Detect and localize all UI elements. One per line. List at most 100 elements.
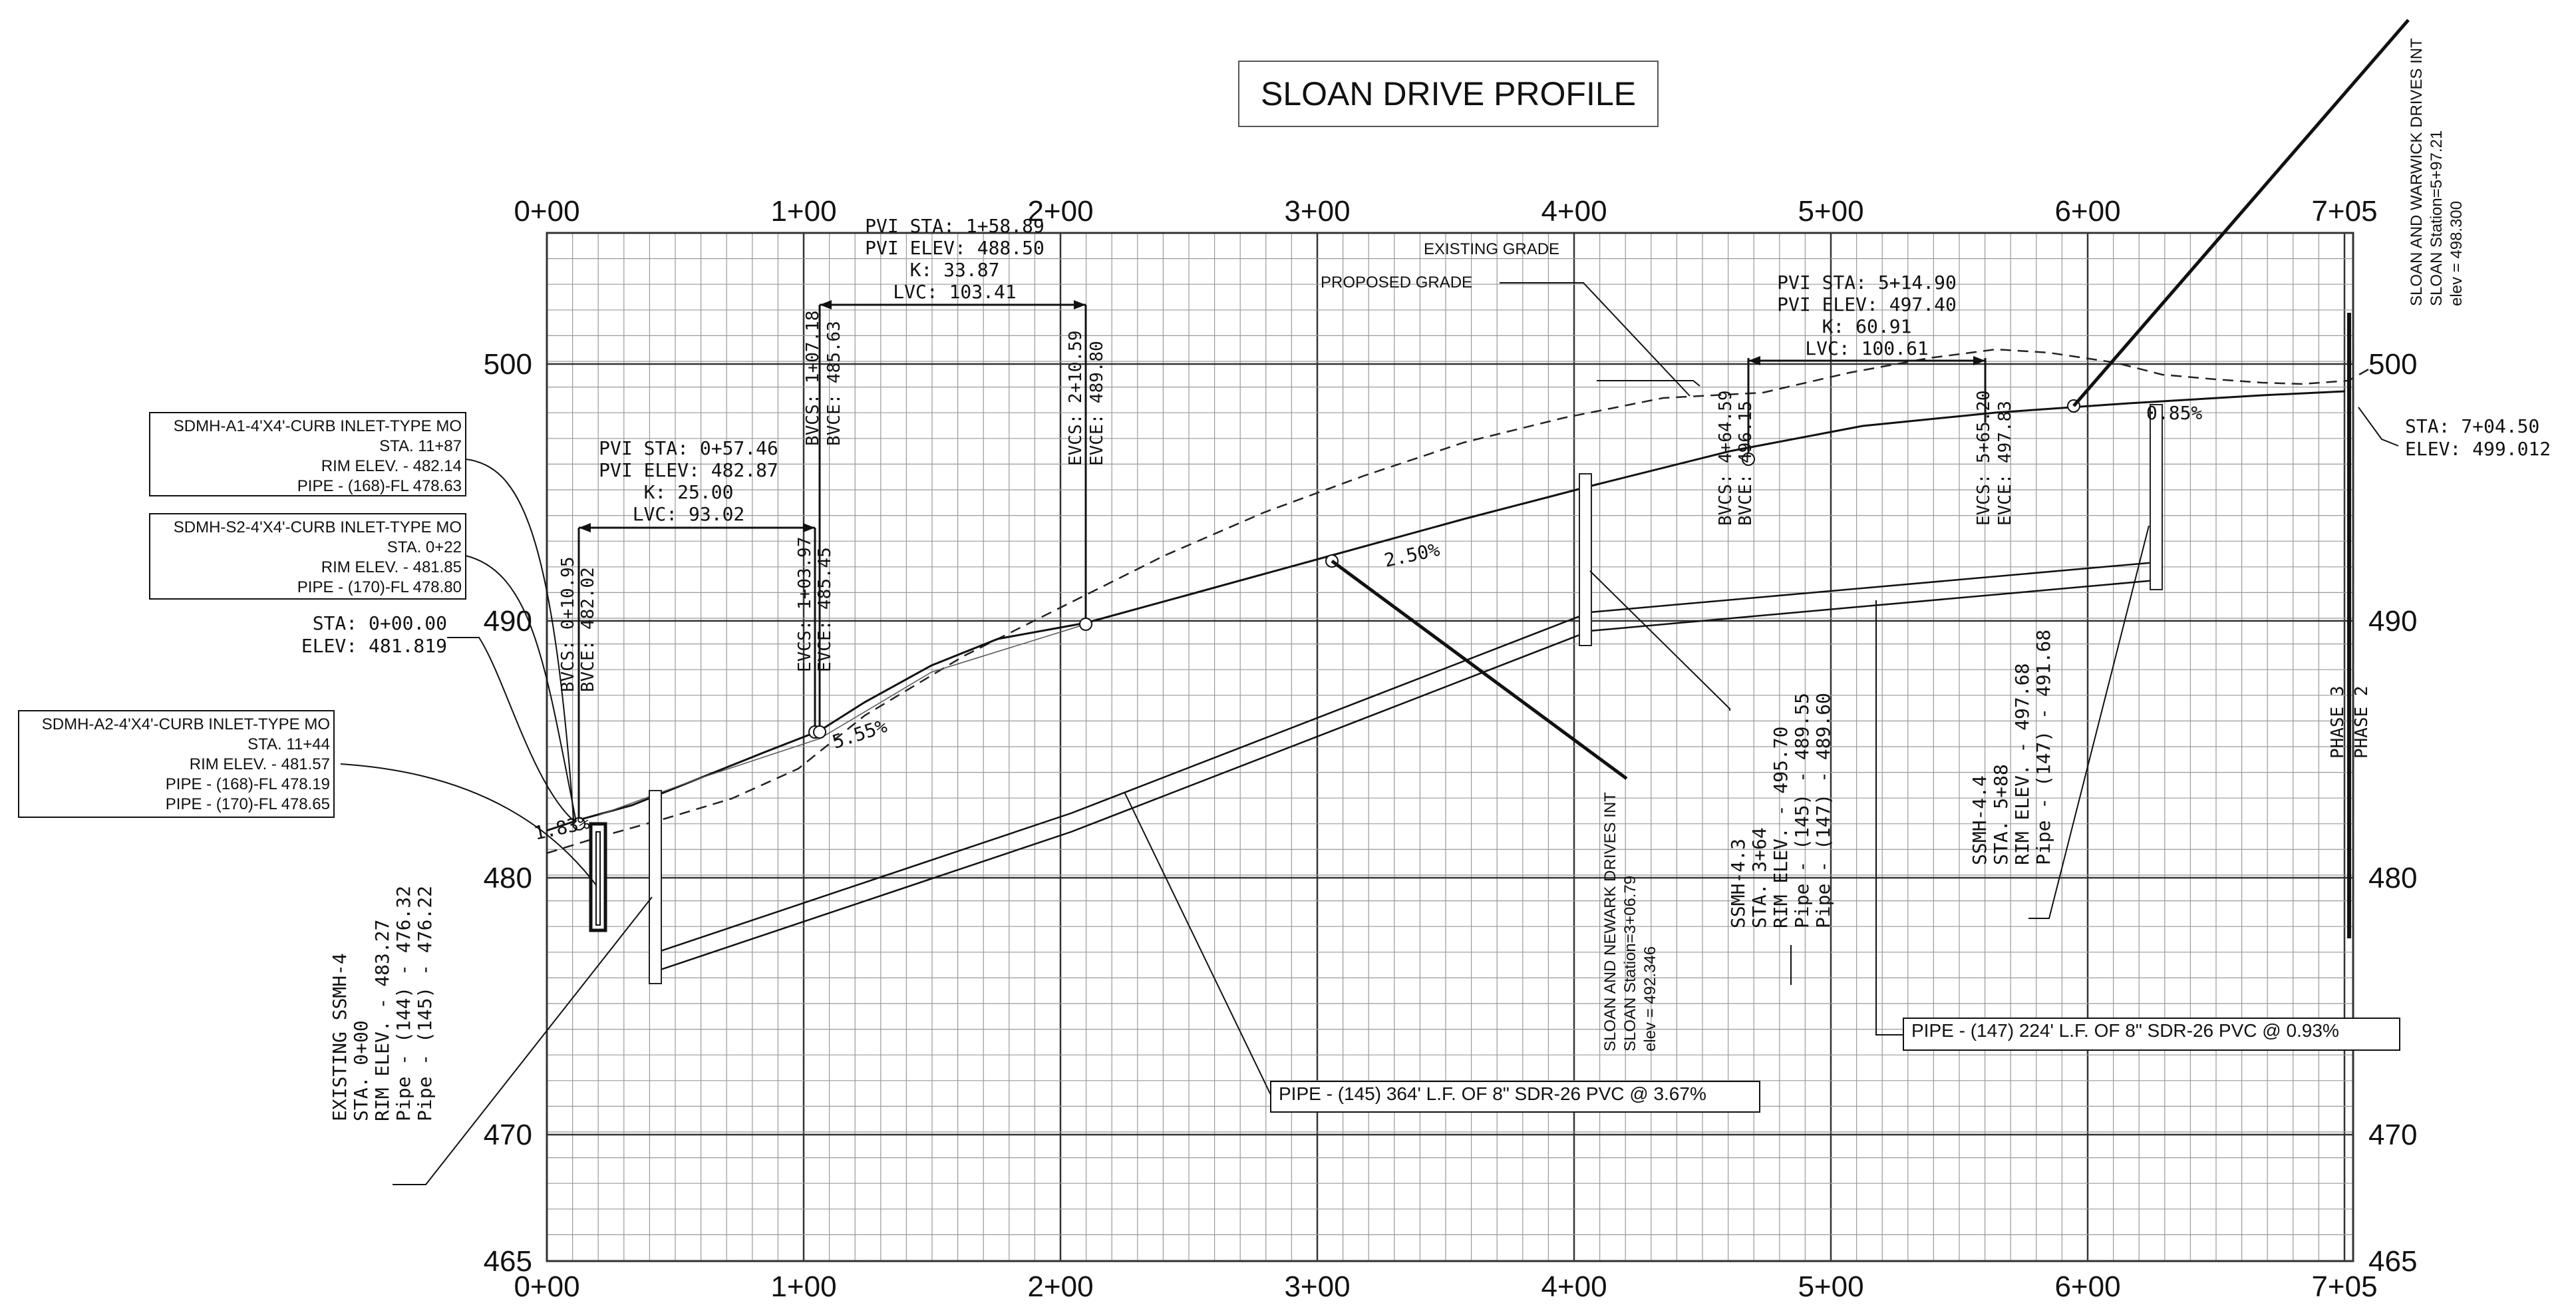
elevation-label-right: 490 — [2368, 605, 2417, 638]
elevation-label-left: 490 — [484, 605, 532, 638]
ssmh-4-3-note: SSMH-4.3 STA. 3+64 RIM ELEV. - 495.70 Pi… — [1727, 693, 1834, 928]
station-label-top: 4+00 — [1541, 195, 1607, 228]
newark-line-0: SLOAN AND NEWARK DRIVES INT — [1601, 792, 1619, 1051]
leader-lines — [340, 282, 2399, 1185]
end-sta: STA: 7+04.50 — [2405, 415, 2539, 437]
station-label-top: 1+00 — [770, 195, 836, 228]
callout-sdmh-s2-line: SDMH-S2-4'X4'-CURB INLET-TYPE MO — [174, 518, 462, 536]
ssmh-4-line-3: Pipe - (144) - 476.32 — [393, 886, 414, 1121]
manhole-ssmh-4 — [649, 790, 662, 984]
pvi-2-sta: PVI STA: 1+58.89 — [865, 215, 1045, 237]
callout-sdmh-a2-line: SDMH-A2-4'X4'-CURB INLET-TYPE MO — [42, 715, 330, 733]
ssmh-4-3-line-4: Pipe - (147) - 489.60 — [1812, 693, 1834, 928]
profile-grid — [546, 232, 2354, 1262]
ssmh-4-4-line-3: Pipe - (147) - 491.68 — [2032, 630, 2054, 865]
station-label-top: 7+05 — [2311, 195, 2377, 228]
label-proposed-grade: PROPOSED GRADE — [1321, 274, 1472, 291]
callout-pipe-145-frame — [1270, 1081, 1760, 1113]
elevation-label-left: 465 — [484, 1245, 532, 1278]
ssmh-4-4-line-0: SSMH-4.4 — [1969, 775, 1991, 865]
label-existing-grade: EXISTING GRADE — [1424, 240, 1559, 258]
station-label-bottom: 5+00 — [1798, 1270, 1863, 1303]
pipe-145-top — [658, 561, 2156, 953]
manhole-ssmh-4-4 — [2150, 404, 2163, 590]
callout-sdmh-s2-line: RIM ELEV. - 481.85 — [321, 558, 462, 576]
phase-2-label: PHASE 2 — [2352, 685, 2372, 759]
callout-sdmh-a1-line: RIM ELEV. - 482.14 — [321, 457, 462, 475]
bvce-1: BVCE: 482.02 — [578, 567, 598, 692]
grade-label-4: 0.85% — [2146, 402, 2202, 424]
pvi-2-block: PVI STA: 1+58.89 PVI ELEV: 488.50 K: 33.… — [865, 215, 1045, 303]
station-label-top: 3+00 — [1284, 195, 1350, 228]
callout-pipe-145-line: PIPE - (145) 364' L.F. OF 8" SDR-26 PVC … — [1279, 1083, 1706, 1104]
warwick-line-1: SLOAN Station=5+97.21 — [2428, 130, 2446, 306]
elevation-label-right: 480 — [2368, 862, 2417, 894]
callout-pipe-147: PIPE - (147) 224' L.F. OF 8" SDR-26 PVC … — [1903, 1018, 2400, 1051]
callout-sdmh-a1-line: SDMH-A1-4'X4'-CURB INLET-TYPE MO — [174, 417, 462, 435]
callout-pipe-147-frame — [1903, 1018, 2400, 1051]
callout-sdmh-a1-frame — [149, 412, 466, 496]
callout-pipe-147-line: PIPE - (147) 224' L.F. OF 8" SDR-26 PVC … — [1911, 1020, 2339, 1041]
newark-line-2: elev = 492.346 — [1641, 946, 1659, 1051]
pvi-1-lvc: LVC: 93.02 — [633, 503, 745, 525]
pvi-2-k: K: 33.87 — [910, 259, 1000, 281]
phase-3-label: PHASE 3 — [2328, 685, 2348, 759]
station-label-bottom: 1+00 — [770, 1270, 836, 1303]
bvce-3: BVCE: 496.15 — [1736, 401, 1756, 526]
evce-1: EVCE: 485.45 — [815, 547, 835, 672]
callout-sdmh-a1-line: PIPE - (168)-FL 478.63 — [297, 477, 462, 495]
callout-sdmh-a2-line: PIPE - (170)-FL 478.65 — [166, 795, 330, 813]
existing-grade-line — [546, 348, 2369, 854]
pvi-2-lvc: LVC: 103.41 — [893, 281, 1016, 303]
pvi-3-sta: PVI STA: 5+14.90 — [1777, 272, 1957, 293]
ssmh-4-3-line-2: RIM ELEV. - 495.70 — [1770, 727, 1792, 928]
ssmh-4-4-note: SSMH-4.4 STA. 5+88 RIM ELEV. - 497.68 Pi… — [1969, 630, 2054, 865]
station-label-bottom: 6+00 — [2054, 1270, 2120, 1303]
station-label-top: 0+00 — [514, 195, 579, 228]
warwick-line-0: SLOAN AND WARWICK DRIVES INT — [2408, 38, 2426, 306]
inlet-structure-inner — [595, 831, 601, 926]
pvi-3-k: K: 60.91 — [1822, 315, 1912, 337]
ssmh-4-note: EXISTING SSMH-4 STA. 0+00 RIM ELEV. - 48… — [329, 886, 436, 1121]
vc-station-labels: BVCS: 0+10.95 BVCE: 482.02 EVCS: 1+03.97… — [558, 311, 2015, 693]
inlet-structure — [589, 822, 607, 932]
station-label-bottom: 4+00 — [1541, 1270, 1607, 1303]
callout-sdmh-a1-line: STA. 11+87 — [379, 437, 462, 455]
grade-points — [572, 399, 2080, 831]
callout-pipe-145: PIPE - (145) 364' L.F. OF 8" SDR-26 PVC … — [1270, 1081, 1760, 1113]
callout-sdmh-a1: SDMH-A1-4'X4'-CURB INLET-TYPE MO STA. 11+… — [149, 412, 466, 496]
ssmh-4-line-4: Pipe - (145) - 476.22 — [414, 886, 436, 1121]
warwick-note: SLOAN AND WARWICK DRIVES INT SLOAN Stati… — [2408, 38, 2466, 306]
callout-sdmh-s2-frame — [149, 513, 466, 600]
elevation-label-left: 470 — [484, 1119, 532, 1151]
warwick-line-2: elev = 498.300 — [2448, 201, 2466, 306]
pvi-1-k: K: 25.00 — [644, 481, 734, 503]
pvi-2-elev: PVI ELEV: 488.50 — [865, 237, 1045, 259]
station-label-top: 6+00 — [2054, 195, 2120, 228]
ssmh-4-3-line-0: SSMH-4.3 — [1727, 839, 1749, 928]
station-label-bottom: 2+00 — [1027, 1270, 1093, 1303]
evcs-1: EVCS: 1+03.97 — [795, 537, 815, 673]
elevation-label-right: 470 — [2368, 1119, 2417, 1151]
callout-sdmh-a2-line: PIPE - (168)-FL 478.19 — [166, 775, 330, 793]
evcs-2: EVCS: 2+10.59 — [1066, 331, 1086, 467]
page-title: SLOAN DRIVE PROFILE — [1261, 75, 1636, 112]
evcs-3: EVCS: 5+65.20 — [1974, 391, 1994, 526]
newark-note: SLOAN AND NEWARK DRIVES INT SLOAN Statio… — [1601, 792, 1659, 1051]
station-label-bottom: 3+00 — [1284, 1270, 1350, 1303]
pvi-3-lvc: LVC: 100.61 — [1805, 337, 1928, 359]
pvi-1-elev: PVI ELEV: 482.87 — [599, 459, 778, 481]
station-label-bottom: 7+05 — [2311, 1270, 2377, 1303]
station-label-top: 5+00 — [1798, 195, 1863, 228]
evce-2: EVCE: 489.80 — [1087, 341, 1107, 466]
pointer-newark — [1331, 559, 1628, 781]
callout-sdmh-a2-line: RIM ELEV. - 481.57 — [190, 755, 330, 773]
bvcs-2: BVCS: 1+07.18 — [803, 311, 823, 447]
callout-sdmh-a2-line: STA. 11+44 — [247, 735, 330, 753]
title-box — [1238, 61, 1659, 127]
